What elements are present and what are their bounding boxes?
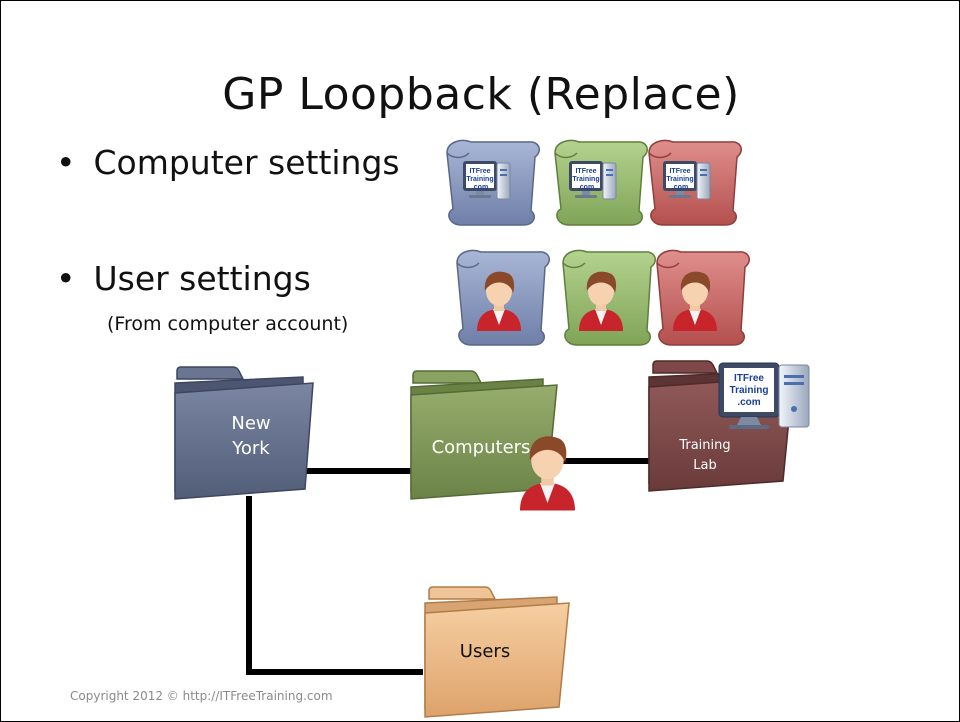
bullet-computer-settings: • Computer settings [56,143,400,182]
scroll-badge-line: ITFree [469,168,490,175]
folder-label-line: Training [678,438,730,453]
bullet-dot-icon: • [56,259,76,298]
slide-title: GP Loopback (Replace) [222,69,740,120]
monitor-badge-line: ITFree [734,373,764,384]
folder-label-line: York [231,438,270,459]
scroll-badge-line: Training [572,176,599,183]
scroll-user-blue [456,249,550,346]
scroll-badge-line: ITFree [669,168,690,175]
folder-computers[interactable]: Computers [410,370,558,500]
scroll-badge-line: Training [466,176,493,183]
folder-label: Users [460,641,510,662]
folder-users[interactable]: Users [424,586,570,718]
bullet-dot-icon: • [56,143,76,182]
folder-label: Computers [432,437,531,458]
scroll-user-green [562,249,656,346]
folder-label-line: Lab [693,458,716,473]
scroll-badge-line: .com [672,184,688,191]
bullet-label: User settings [93,259,311,298]
scroll-badge-line: .com [578,184,594,191]
scroll-computer-blue [446,139,540,226]
bullet-label: Computer settings [93,143,400,182]
bullet-sub-label: (From computer account) [107,313,349,335]
scroll-user-red [656,249,750,346]
monitor-badge-line: Training [730,385,769,396]
monitor-badge-line: .com [737,397,760,408]
bullet-user-settings: • User settings [56,259,311,298]
scroll-badge-line: .com [472,184,488,191]
scroll-badge-line: Training [666,176,693,183]
scroll-badge-line: ITFree [575,168,596,175]
folder-label-line: New [231,413,270,434]
folder-new-york[interactable]: New York [174,366,314,500]
computer-icon: ITFree Training .com [718,362,810,429]
copyright-text: Copyright 2012 © http://ITFreeTraining.c… [70,689,333,703]
scroll-computer-red [648,139,742,226]
scroll-computer-green [554,139,648,226]
